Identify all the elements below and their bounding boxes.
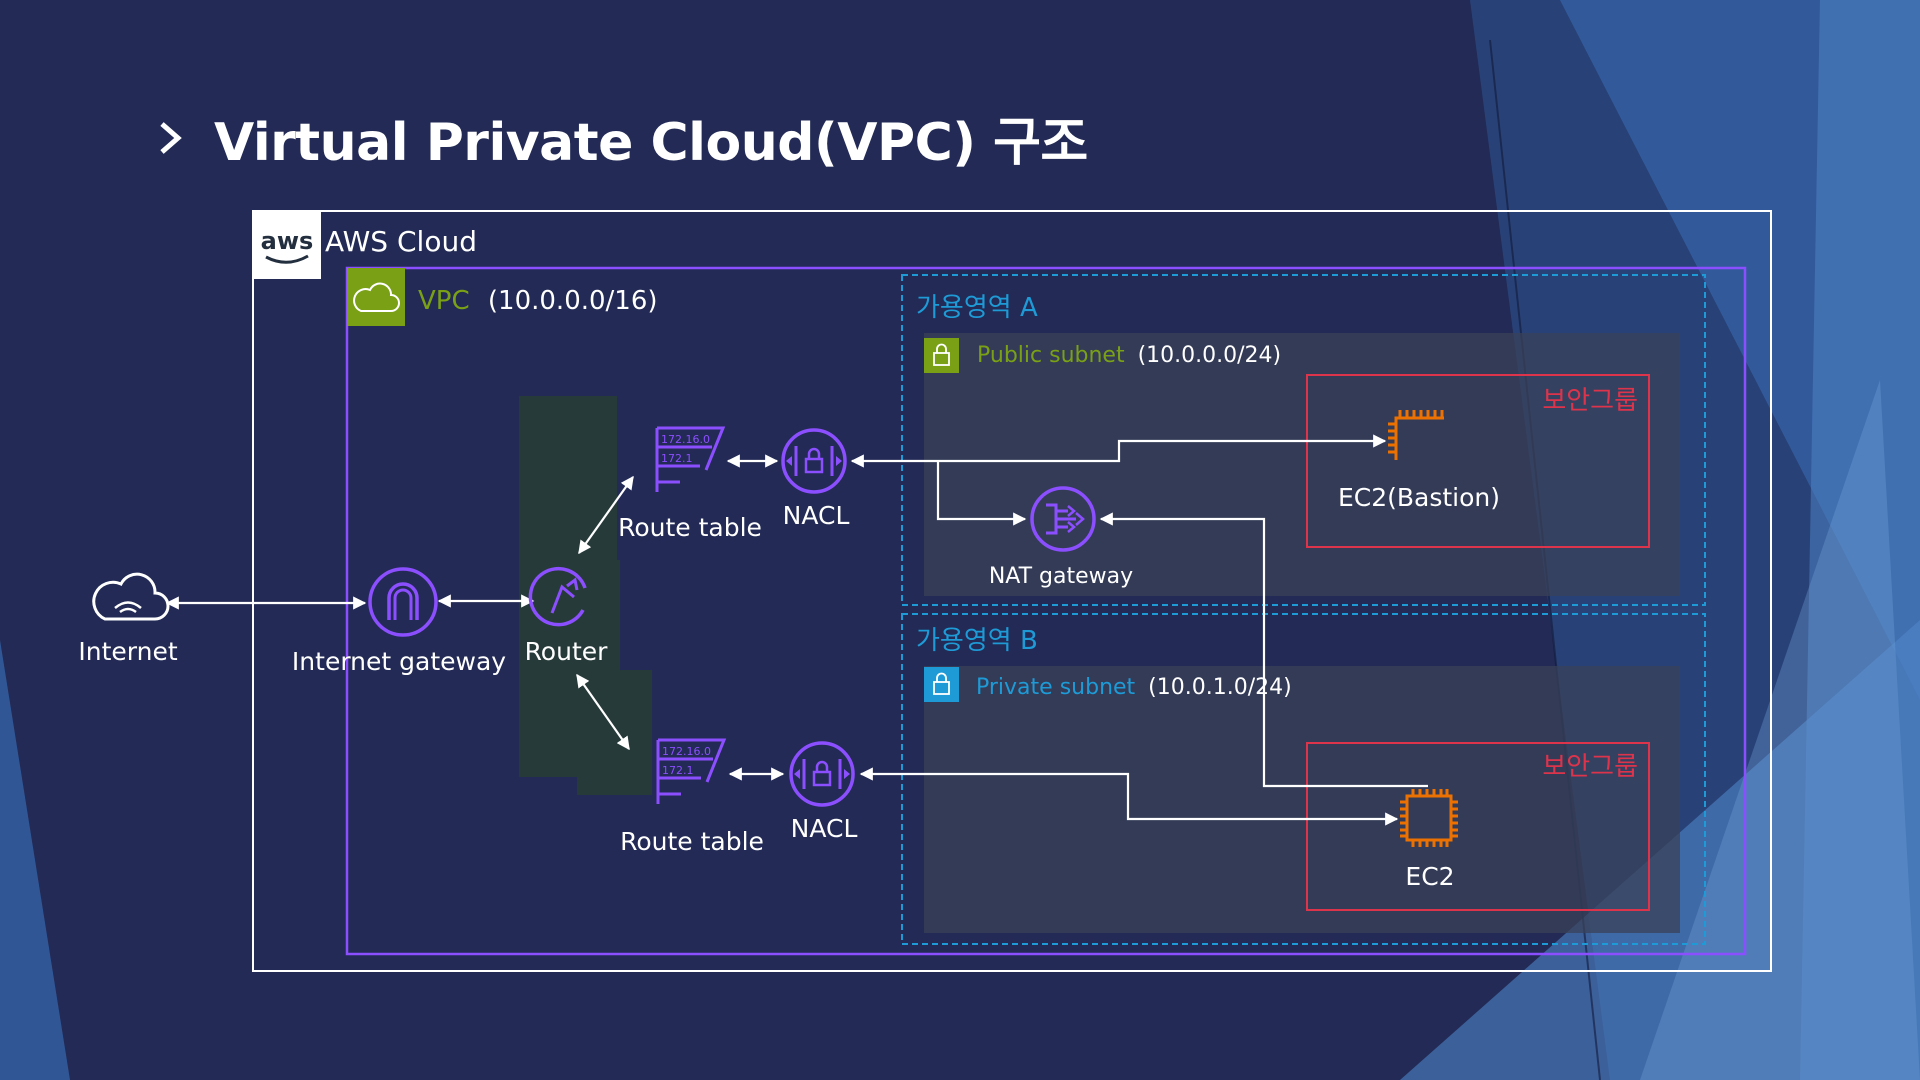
route-table-bottom-label: Route table [620, 827, 764, 856]
ec2-chip-icon [1400, 789, 1458, 847]
edge-router-rt-top [578, 475, 634, 555]
router-label: Router [525, 637, 609, 666]
internet-gateway-node: Internet gateway [292, 567, 506, 676]
router-node: Router [525, 566, 609, 666]
edge-nacl-nat [936, 461, 1027, 526]
nacl-bottom-label: NACL [791, 814, 858, 843]
nacl-top-label: NACL [783, 501, 850, 530]
private-subnet-box [924, 666, 1680, 933]
zone-b-label: 가용영역 B [916, 626, 1038, 656]
route-table-icon-text: 172.1 [662, 764, 694, 777]
public-subnet-cidr: (10.0.0.0/24) [1138, 343, 1282, 368]
public-subnet-label: Public subnet (10.0.0.0/24) [977, 343, 1281, 368]
ec2-label: EC2 [1405, 862, 1454, 891]
internet-gateway-label: Internet gateway [292, 647, 506, 676]
vpc-label-name: VPC [418, 286, 470, 316]
route-table-icon [656, 738, 727, 804]
private-subnet-icon-box [924, 667, 959, 702]
route-table-icon-text: 172.1 [661, 452, 693, 465]
aws-logo-icon: aws [261, 227, 314, 255]
aws-smile [265, 254, 309, 264]
router-icon [528, 566, 587, 627]
vpc-label: VPC (10.0.0.0/16) [418, 286, 658, 316]
vpc-box [345, 266, 1747, 956]
private-subnet-cidr: (10.0.1.0/24) [1148, 675, 1292, 700]
router-block [519, 396, 652, 795]
internet-gateway-icon [368, 567, 438, 637]
ec2-chip-icon [1388, 410, 1444, 460]
ec2-bastion-node: EC2(Bastion) [1338, 410, 1500, 512]
public-subnet-icon-box [924, 338, 959, 373]
slide-title: Virtual Private Cloud(VPC) 구조 [150, 100, 1088, 175]
private-subnet-name: Private subnet [976, 675, 1136, 700]
route-table-bottom-node: 172.16.0 172.1 Route table [620, 738, 764, 856]
ec2-node: EC2 [1400, 789, 1458, 891]
vpc-cloud-icon [353, 282, 400, 312]
route-table-icon-text: 172.16.0 [661, 433, 710, 446]
lock-icon [933, 672, 950, 695]
ec2-bastion-label: EC2(Bastion) [1338, 483, 1500, 512]
nat-gateway-icon [1030, 486, 1096, 552]
route-table-icon-text: 172.16.0 [662, 745, 711, 758]
internet-label: Internet [78, 637, 177, 666]
wifi-icon [114, 601, 142, 614]
security-group-b [1306, 742, 1650, 911]
nat-gateway-node: NAT gateway [989, 486, 1133, 589]
nacl-top-node: NACL [781, 428, 850, 530]
vpc-cidr: (10.0.0.0/16) [488, 286, 658, 316]
security-group-a-label: 보안그룹 [1542, 386, 1638, 416]
edge-router-rt-bottom [576, 673, 630, 751]
public-subnet-box [924, 333, 1680, 596]
edge-nacl-bastion [850, 434, 1387, 468]
security-group-b-label: 보안그룹 [1542, 752, 1638, 782]
nacl-icon [789, 741, 855, 807]
zone-a-label: 가용영역 A [916, 293, 1038, 323]
public-subnet-name: Public subnet [977, 343, 1125, 368]
bg-shard-5 [1640, 380, 1920, 1080]
aws-cloud-label: AWS Cloud [325, 225, 477, 258]
internet-node: Internet [78, 572, 178, 666]
nat-gateway-label: NAT gateway [989, 564, 1133, 589]
aws-cloud-box [252, 210, 1772, 972]
route-table-top-label: Route table [618, 513, 762, 542]
cloud-icon [92, 572, 170, 621]
bg-shard-6 [0, 640, 70, 1080]
nacl-bottom-node: NACL [789, 741, 858, 843]
slide-title-text: Virtual Private Cloud(VPC) 구조 [214, 113, 1088, 173]
lock-icon [933, 343, 950, 366]
route-table-top-node: 172.16.0 172.1 Route table [618, 426, 762, 542]
nacl-icon [781, 428, 847, 494]
route-table-icon [655, 426, 726, 492]
edge-nacl-ec2 [859, 767, 1399, 826]
private-subnet-label: Private subnet (10.0.1.0/24) [976, 675, 1292, 700]
connectors [165, 434, 1428, 826]
aws-logo-box [253, 211, 321, 279]
chevron-right-icon [160, 121, 182, 154]
